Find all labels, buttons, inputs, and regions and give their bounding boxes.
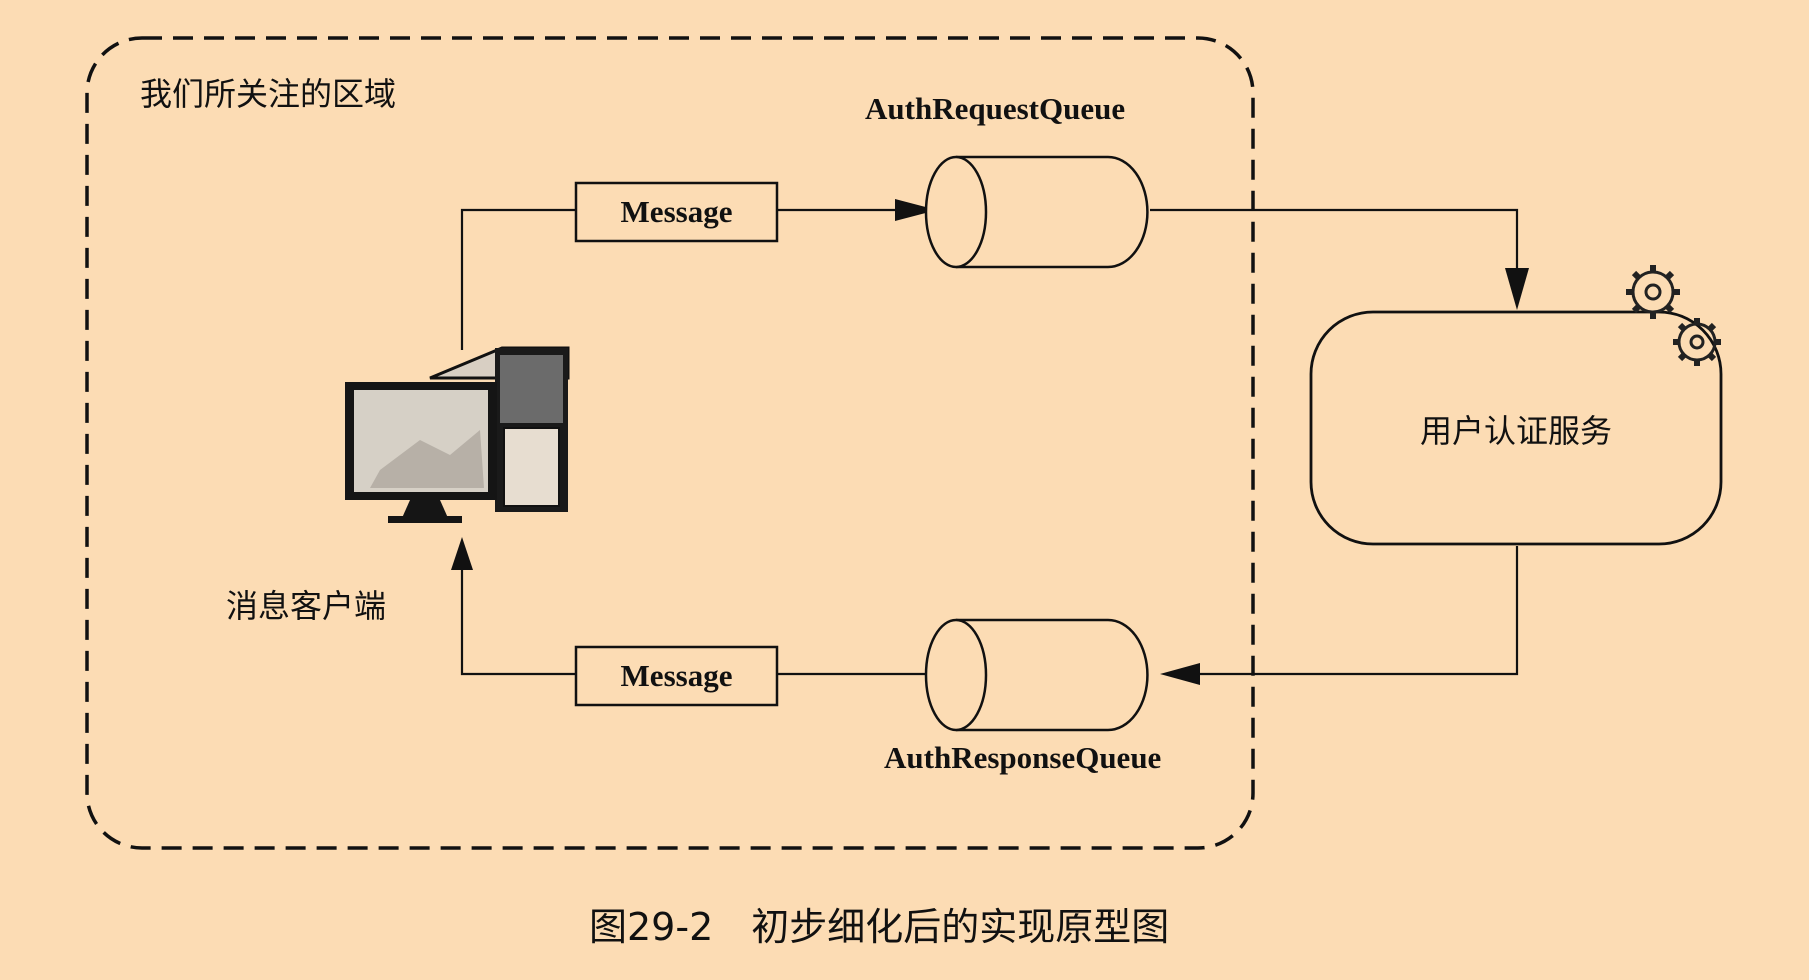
response-message-label: Message [620,658,733,693]
service-input-arrowhead [1505,268,1529,310]
request-message-label: Message [620,194,733,229]
gears-icon [1626,265,1721,366]
client-input-arrowhead [451,537,473,570]
auth-service-box [1309,310,1723,546]
request-queue-to-service-connector [1150,208,1519,300]
auth-service-label: 用户认证服务 [1419,412,1612,450]
auth-response-queue-label: AuthResponseQueue [884,740,1162,775]
figure-caption: 图29-2 初步细化后的实现原型图 [589,905,1170,949]
auth-response-queue-cylinder [924,618,1149,732]
auth-request-queue-cylinder [924,155,1149,269]
message-client-label: 消息客户端 [226,587,387,625]
response-message-box [574,645,779,707]
request-message-box [574,181,779,243]
focus-region-boundary [85,36,1255,850]
request-queue-arrowhead [895,199,937,221]
desktop-computer-icon [345,346,570,523]
client-to-request-message-connector [460,208,576,350]
focus-region-label: 我们所关注的区域 [140,75,397,113]
service-to-response-queue-connector [1195,546,1519,676]
auth-request-queue-label: AuthRequestQueue [865,91,1126,126]
response-queue-arrowhead [1160,663,1200,685]
response-message-to-client-connector [460,570,576,676]
